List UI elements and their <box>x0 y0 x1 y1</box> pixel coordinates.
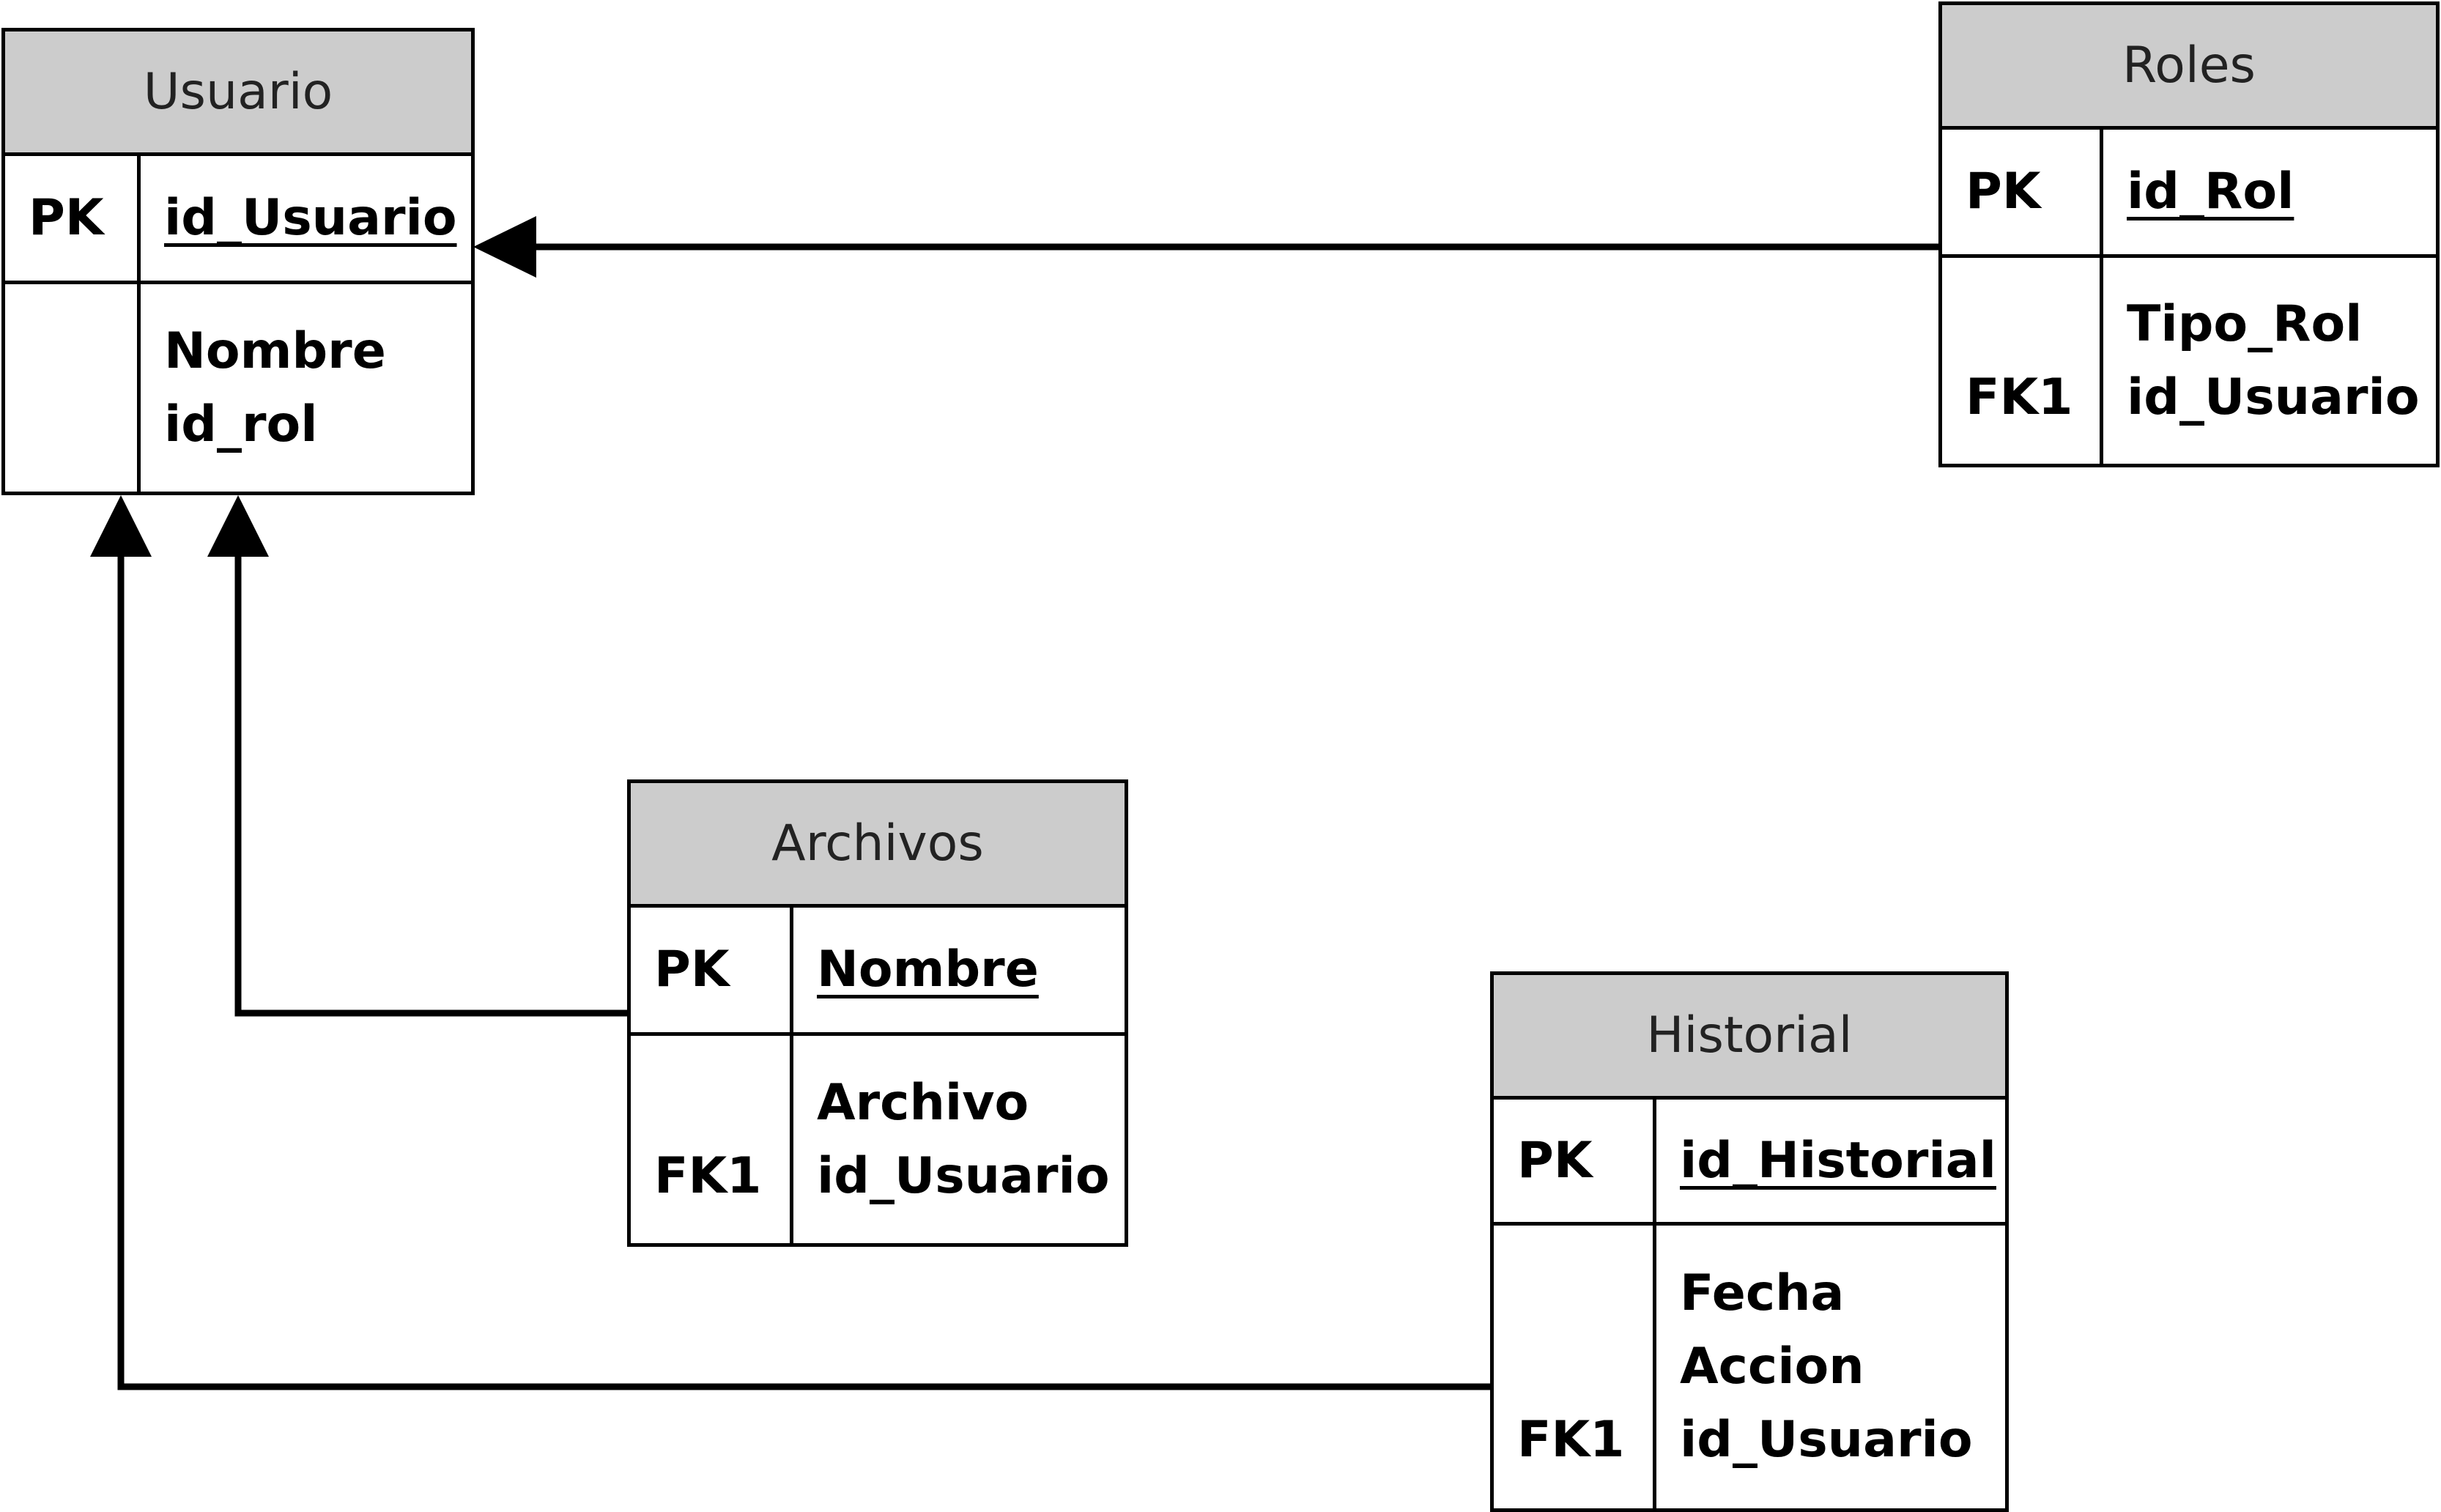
key-label: FK1 <box>654 1146 762 1205</box>
key-label <box>1942 288 2100 361</box>
attribute-field: id_Usuario <box>817 1146 1110 1205</box>
arrowhead-icon <box>207 495 269 557</box>
primary-key-field: Nombre <box>817 941 1039 998</box>
primary-key-field: id_Historial <box>1680 1131 1996 1190</box>
attribute-field: Nombre <box>164 322 386 380</box>
entity-archivos[interactable]: Archivos PK Nombre FK1 Archivo id_Usuari… <box>627 779 1128 1247</box>
primary-key-field: id_Rol <box>2127 163 2294 220</box>
entity-roles[interactable]: Roles PK id_Rol FK1 Tipo_Rol id_Usuario <box>1938 1 2440 467</box>
entity-title: Historial <box>1494 975 2005 1100</box>
pk-label: PK <box>1966 163 2041 220</box>
key-label <box>5 315 137 388</box>
entity-title: Archivos <box>631 783 1125 908</box>
pk-label: PK <box>1517 1131 1593 1190</box>
attribute-field: id_Usuario <box>1680 1411 1973 1469</box>
attribute-field: Fecha <box>1680 1264 1845 1322</box>
entity-title: Roles <box>1942 5 2436 130</box>
attribute-field: id_Usuario <box>2127 368 2420 426</box>
primary-key-field: id_Usuario <box>164 189 457 247</box>
entity-historial[interactable]: Historial PK id_Historial FK1 Fecha Acci… <box>1490 971 2009 1512</box>
key-label <box>1494 1330 1653 1404</box>
relationship-roles-usuario <box>473 216 1941 278</box>
key-label <box>631 1067 790 1140</box>
entity-usuario[interactable]: Usuario PK id_Usuario Nombre id_rol <box>1 28 475 495</box>
pk-label: PK <box>29 189 104 247</box>
relationship-historial-usuario <box>90 495 1493 1390</box>
pk-label: PK <box>654 941 730 998</box>
entity-title: Usuario <box>5 32 471 156</box>
key-label: FK1 <box>1517 1411 1625 1469</box>
arrowhead-icon <box>90 495 152 557</box>
key-label <box>1494 1257 1653 1330</box>
key-label: FK1 <box>1966 368 2073 426</box>
arrowhead-icon <box>473 216 536 278</box>
attribute-field: Archivo <box>817 1073 1029 1132</box>
attribute-field: Tipo_Rol <box>2127 294 2363 353</box>
attribute-field: id_rol <box>164 395 318 453</box>
key-label <box>5 388 137 462</box>
attribute-field: Accion <box>1680 1338 1864 1396</box>
relationship-archivos-usuario <box>207 495 630 1017</box>
